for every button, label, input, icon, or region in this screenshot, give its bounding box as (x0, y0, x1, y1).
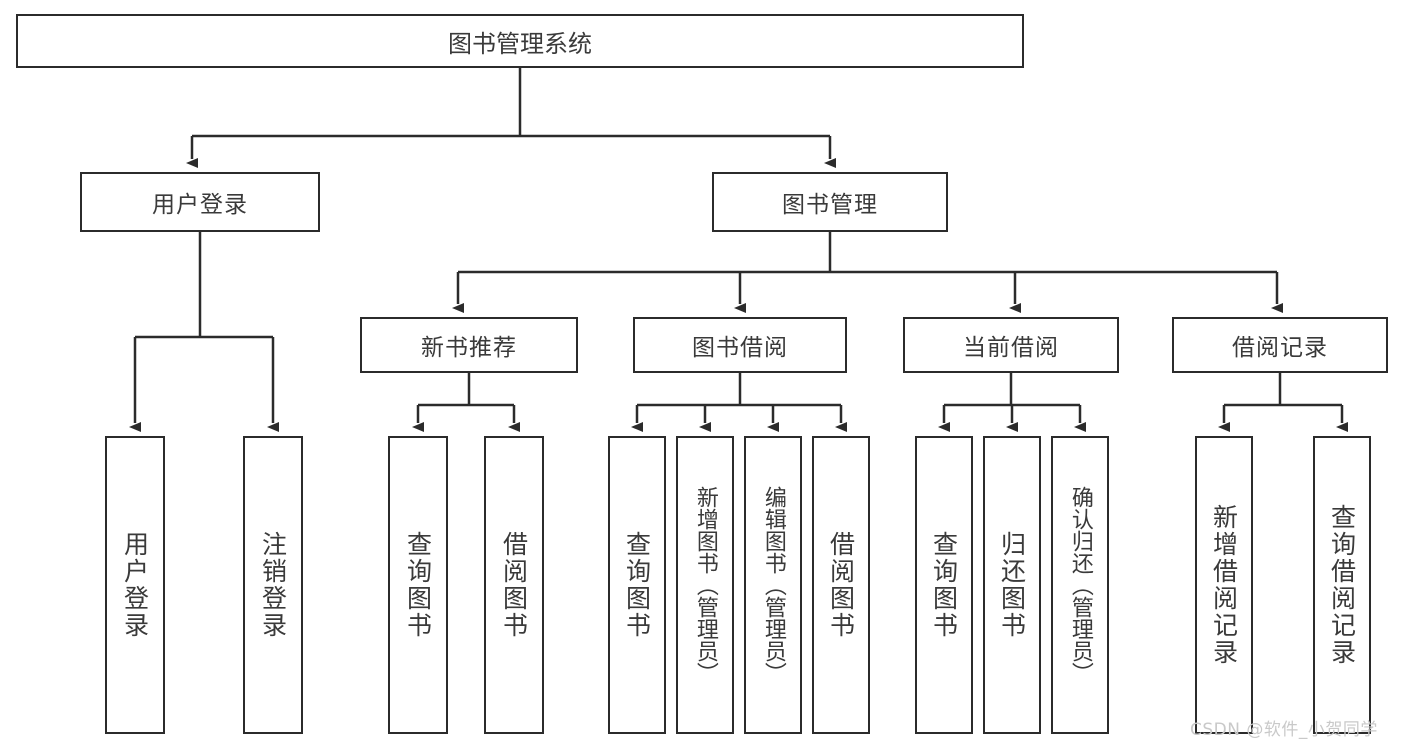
node-current-borrow-label: 当前借阅 (963, 335, 1059, 361)
leaf-node[interactable]: 查询借阅记录 (1313, 436, 1371, 734)
leaf-node-label: 查询图书 (403, 531, 433, 639)
leaf-node-label: 确认归还（管理员） (1067, 486, 1093, 684)
node-current-borrow[interactable]: 当前借阅 (903, 317, 1119, 373)
node-root-label: 图书管理系统 (448, 29, 592, 58)
leaf-node[interactable]: 查询图书 (388, 436, 448, 734)
node-root[interactable]: 图书管理系统 (16, 14, 1024, 68)
node-user-login[interactable]: 用户登录 (80, 172, 320, 232)
leaf-node[interactable]: 归还图书 (983, 436, 1041, 734)
leaf-node-label: 编辑图书（管理员） (760, 486, 786, 684)
leaf-node[interactable]: 注销登录 (243, 436, 303, 734)
leaf-node-label: 用户登录 (120, 531, 150, 639)
node-book-management[interactable]: 图书管理 (712, 172, 948, 232)
leaf-node-label: 注销登录 (258, 531, 288, 639)
leaf-node[interactable]: 用户登录 (105, 436, 165, 734)
node-book-borrow[interactable]: 图书借阅 (633, 317, 847, 373)
node-new-book-recommend[interactable]: 新书推荐 (360, 317, 578, 373)
leaf-node[interactable]: 借阅图书 (484, 436, 544, 734)
leaf-node[interactable]: 确认归还（管理员） (1051, 436, 1109, 734)
leaf-node-label: 借阅图书 (499, 531, 529, 639)
node-new-book-recommend-label: 新书推荐 (421, 335, 517, 361)
node-user-login-label: 用户登录 (152, 192, 248, 218)
leaf-node-label: 新增借阅记录 (1209, 504, 1239, 666)
leaf-node[interactable]: 借阅图书 (812, 436, 870, 734)
node-borrow-record[interactable]: 借阅记录 (1172, 317, 1388, 373)
leaf-node-label: 新增图书（管理员） (692, 486, 718, 684)
leaf-node[interactable]: 查询图书 (608, 436, 666, 734)
node-book-borrow-label: 图书借阅 (692, 335, 788, 361)
leaf-node-label: 查询图书 (622, 531, 652, 639)
watermark: CSDN @软件_小贺同学 (1190, 720, 1378, 740)
leaf-node-label: 查询借阅记录 (1327, 504, 1357, 666)
node-book-management-label: 图书管理 (782, 192, 878, 218)
leaf-node-label: 归还图书 (997, 531, 1027, 639)
leaf-node[interactable]: 编辑图书（管理员） (744, 436, 802, 734)
leaf-node-label: 借阅图书 (826, 531, 856, 639)
leaf-node[interactable]: 新增图书（管理员） (676, 436, 734, 734)
leaf-node[interactable]: 查询图书 (915, 436, 973, 734)
leaf-node-label: 查询图书 (929, 531, 959, 639)
node-borrow-record-label: 借阅记录 (1232, 335, 1328, 361)
leaf-node[interactable]: 新增借阅记录 (1195, 436, 1253, 734)
